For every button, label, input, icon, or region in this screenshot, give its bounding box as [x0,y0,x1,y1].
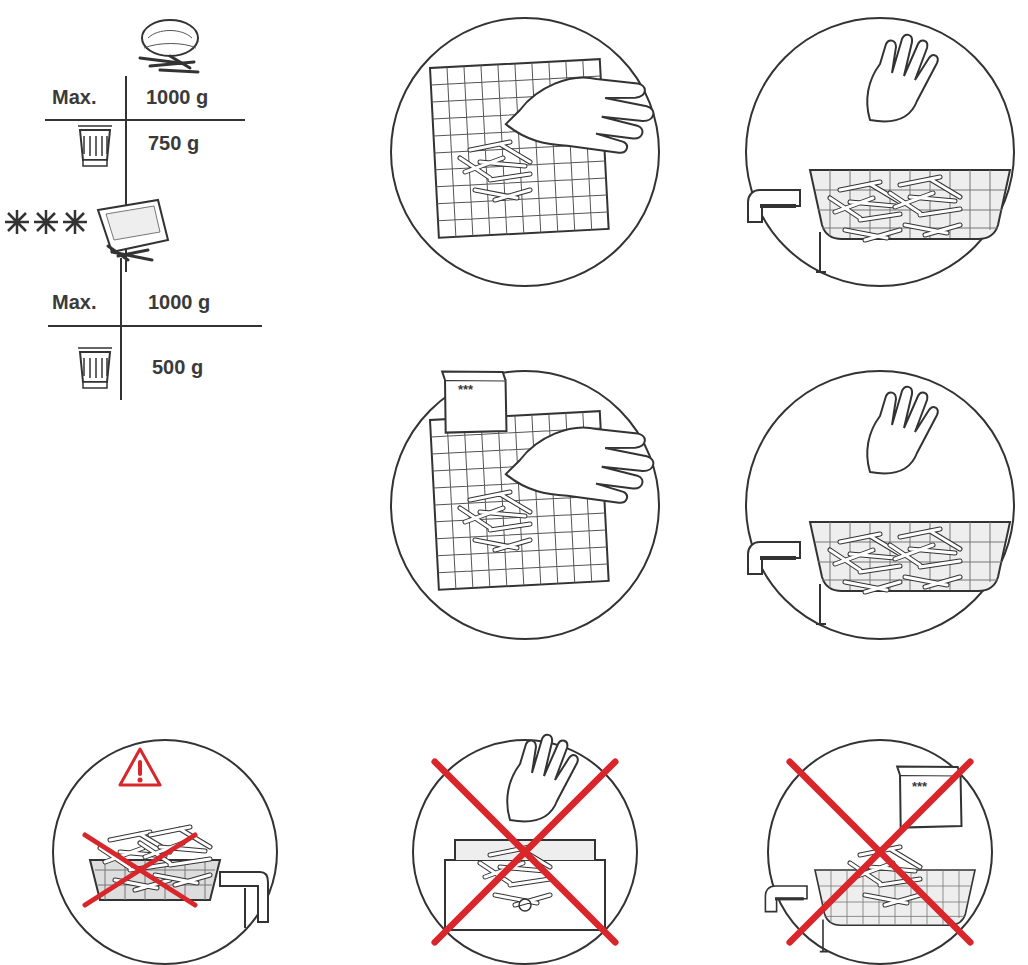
table-cell: Max. [52,86,96,108]
table-cell: 750 g [148,132,199,154]
table-cell: *** [912,780,927,794]
table-cell: 1000 g [146,86,208,108]
table-cell: *** [458,383,473,397]
table-cell: Max. [52,291,96,313]
table-cell: 1000 g [148,291,210,313]
table-cell: 500 g [152,356,203,378]
